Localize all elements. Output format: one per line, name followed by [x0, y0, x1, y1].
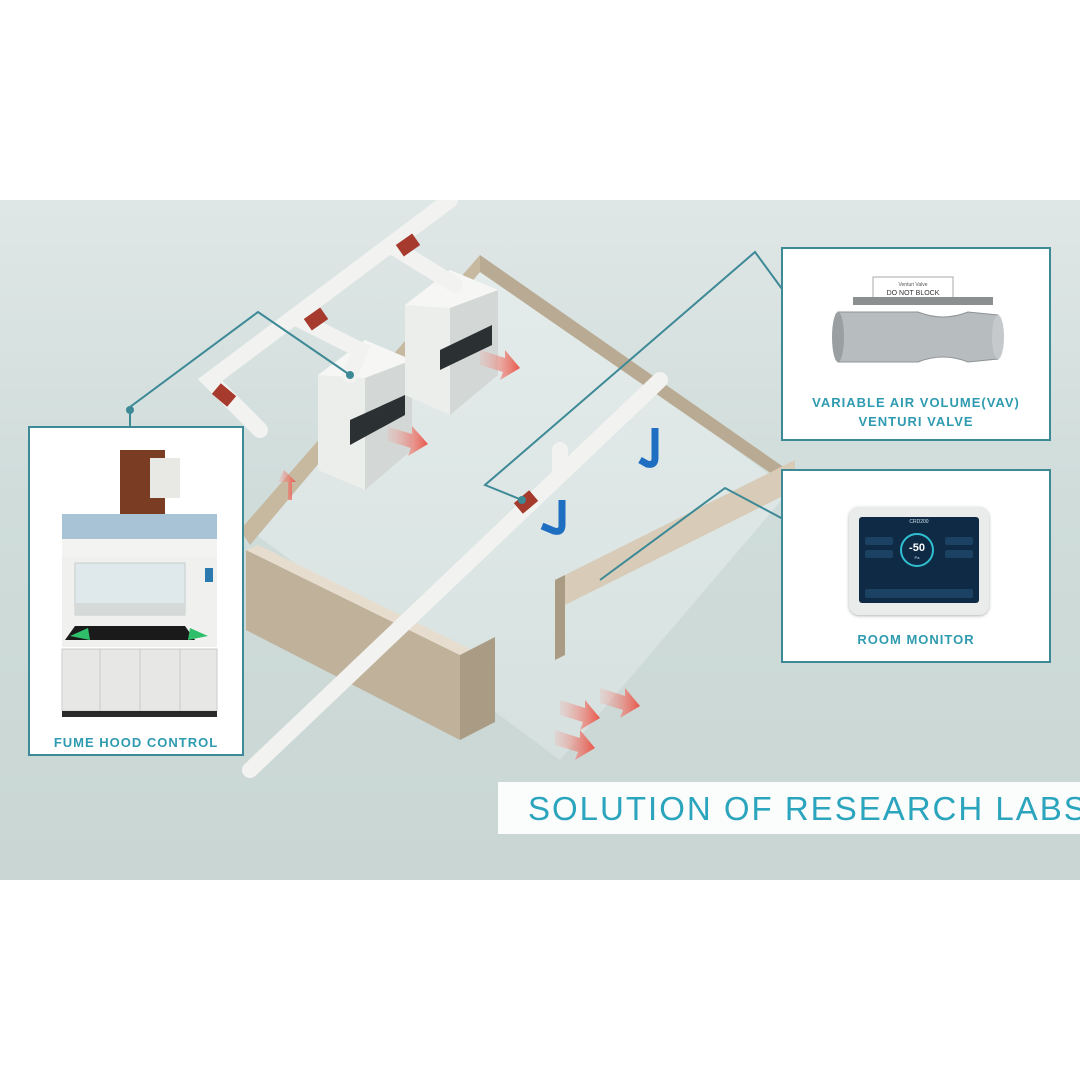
room-monitor-label: ROOM MONITOR — [857, 632, 975, 647]
fume-hood-control-callout: FUME HOOD CONTROL — [28, 426, 244, 756]
lab-wall-front-right — [555, 460, 795, 610]
pressure-value: -50 — [909, 542, 925, 554]
room-monitor-callout: CRD200 -50 Pa ROOM MONITOR — [781, 469, 1051, 663]
vav-valve-callout: Venturi Valve DO NOT BLOCK VARIABLE AIR … — [781, 247, 1051, 441]
valve-tag-line1: Venturi Valve — [898, 282, 927, 288]
room-monitor-device: CRD200 -50 Pa — [849, 507, 989, 615]
vav-valve-label-line2: VENTURI VALVE — [858, 414, 974, 429]
valve-tag-line2: DO NOT BLOCK — [887, 290, 940, 297]
pressure-unit: Pa — [914, 555, 920, 560]
page-title: SOLUTION OF RESEARCH LABS — [528, 790, 1080, 827]
monitor-screen-title: CRD200 — [909, 519, 929, 525]
exhaust-ducts — [197, 200, 668, 778]
supply-air-arrows — [278, 350, 640, 760]
venturi-valve-illustration: Venturi Valve DO NOT BLOCK — [832, 276, 1004, 363]
fume-hood-unit-1 — [318, 340, 412, 490]
lab-wall-back-right — [480, 255, 795, 490]
duct-dampers — [211, 233, 539, 514]
pressure-gauge — [900, 533, 934, 567]
lab-illustration — [126, 200, 795, 778]
lab-wall-front-left — [246, 550, 460, 740]
monitor-screen: CRD200 -50 Pa — [859, 517, 979, 603]
title-banner: SOLUTION OF RESEARCH LABS — [498, 782, 1080, 834]
callout-leaders — [129, 250, 786, 581]
controller-panel — [205, 568, 213, 582]
exhaust-air-arrows — [540, 428, 659, 535]
vav-valve-label-line1: VARIABLE AIR VOLUME(VAV) — [812, 395, 1020, 410]
fume-hood-illustration — [61, 450, 218, 717]
fume-hood-control-label: FUME HOOD CONTROL — [53, 735, 219, 750]
